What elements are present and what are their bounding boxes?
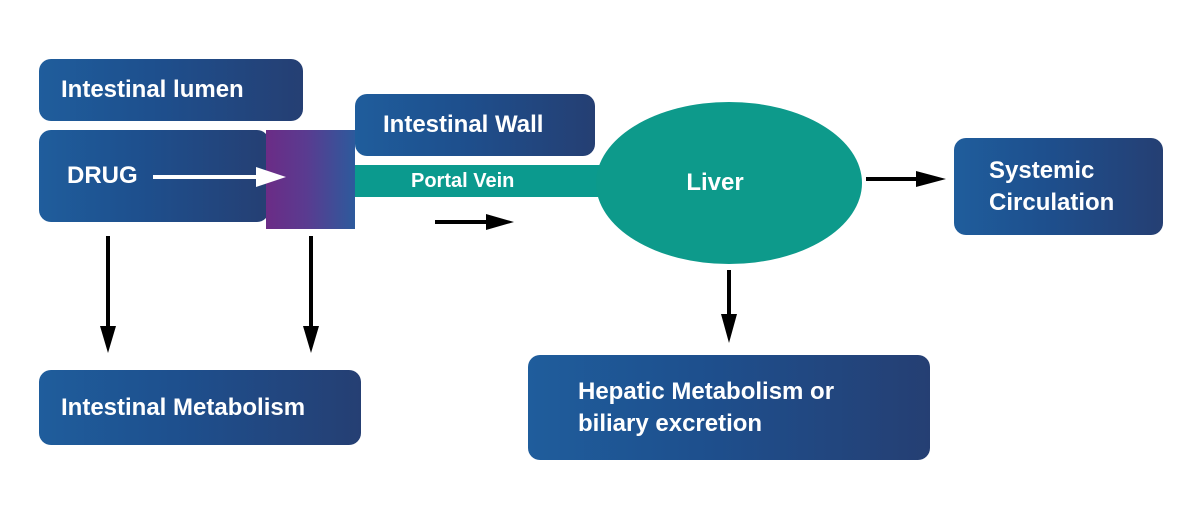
liver-ellipse: Liver: [596, 102, 862, 264]
portal-vein-bar: Portal Vein: [355, 165, 610, 197]
systemic-circulation-box: Systemic Circulation: [954, 138, 1163, 235]
liver-down-arrow: [721, 270, 737, 343]
systemic-label-line2: Circulation: [989, 188, 1115, 216]
intestinal-wall-box: Intestinal Wall: [355, 94, 595, 156]
intestinal-metabolism-label: Intestinal Metabolism: [61, 393, 306, 421]
intestinal-metabolism-box: Intestinal Metabolism: [39, 370, 361, 445]
intestinal-wall-label: Intestinal Wall: [383, 111, 544, 139]
drug-down-arrow: [100, 236, 116, 353]
liver-to-systemic-arrow: [866, 171, 946, 187]
portal-vein-label: Portal Vein: [411, 169, 515, 192]
systemic-label-line1: Systemic: [989, 157, 1095, 185]
intestinal-lumen-box: Intestinal lumen: [39, 59, 303, 121]
drug-box: DRUG: [39, 130, 269, 222]
hepatic-metabolism-box: Hepatic Metabolism or biliary excretion: [528, 355, 930, 460]
hepatic-label-line1: Hepatic Metabolism or: [578, 378, 835, 406]
drug-label: DRUG: [67, 162, 138, 190]
wall-down-arrow: [303, 236, 319, 353]
liver-label: Liver: [686, 169, 744, 196]
intestinal-wall-block: [266, 130, 355, 229]
intestinal-lumen-label: Intestinal lumen: [61, 76, 244, 104]
hepatic-label-line2: biliary excretion: [578, 409, 763, 437]
portal-flow-arrow: [435, 214, 514, 230]
